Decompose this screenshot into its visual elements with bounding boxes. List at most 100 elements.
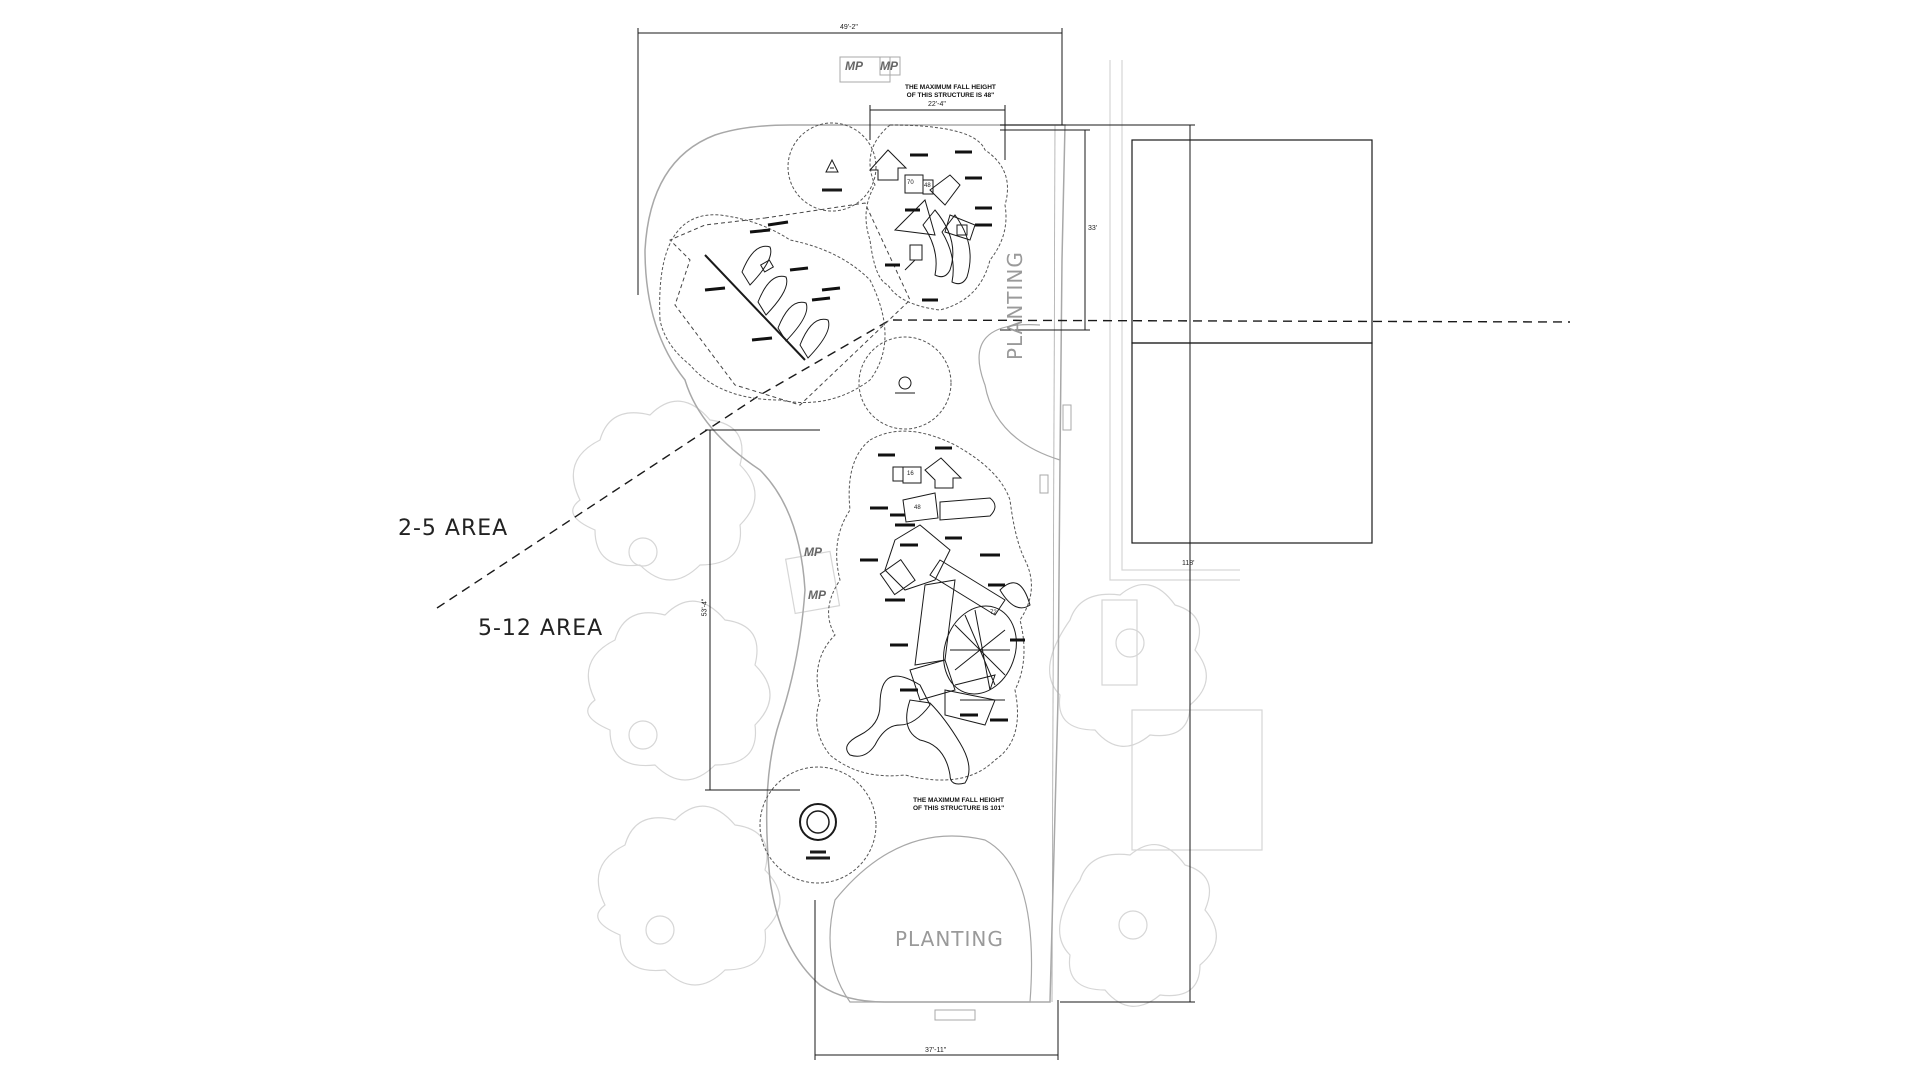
climber-box <box>879 559 916 596</box>
deck-upper <box>929 174 961 206</box>
faded-tree <box>572 400 756 581</box>
mp-marker-mid-b: MP <box>808 588 826 602</box>
faded-walk-inner <box>1121 60 1240 571</box>
planting-area-upper <box>978 324 1061 461</box>
swing-surfacing <box>659 214 886 403</box>
ladder-upper <box>904 244 923 271</box>
slide-straight-lower <box>939 497 996 521</box>
edge-step <box>934 1009 976 1021</box>
swing-seat <box>777 301 808 342</box>
spinner-pad-upper <box>787 122 877 212</box>
spinner-lower-tags <box>806 850 830 860</box>
dim-upper-structure-width-label: 22'-4" <box>928 101 946 108</box>
mp-marker-mid-a: MP <box>804 545 822 559</box>
age-area-divider <box>436 319 1571 609</box>
deck-number-upper-b: 48 <box>924 183 931 189</box>
adjacent-building-upper <box>1131 139 1373 344</box>
dim-upper-structure-height-label: 33' <box>1088 225 1098 232</box>
mp-box-top-b <box>879 56 901 76</box>
faded-tree-trunk <box>628 720 658 750</box>
deck-48 <box>922 179 934 195</box>
net-climber <box>943 605 1017 695</box>
spinner-pad-mid <box>858 336 952 430</box>
panel-upper <box>956 224 968 236</box>
faded-pad <box>1131 709 1263 851</box>
swing-seat <box>757 275 788 316</box>
faded-context <box>572 60 1263 1007</box>
fall-height-lower-line1: THE MAXIMUM FALL HEIGHT <box>913 797 1005 804</box>
faded-tree <box>1059 844 1217 1007</box>
spinner-icon-upper <box>825 158 839 173</box>
faded-tree-trunk <box>628 537 658 567</box>
faded-tree <box>597 805 781 986</box>
mp-marker-top-b: MP <box>880 59 898 73</box>
edge-post <box>1062 404 1072 431</box>
deck-number-lower-a: 16 <box>907 471 914 477</box>
swing-use-zone <box>669 202 911 406</box>
roof-arrow-lower <box>924 457 963 489</box>
climbing-panel <box>944 689 996 726</box>
deck-lower <box>909 659 956 701</box>
dim-top-width-label: 49'-2" <box>840 24 858 31</box>
faded-tree-trunk <box>1115 628 1145 658</box>
area-label-2-5: 2-5 AREA <box>398 516 509 541</box>
structure-5-12 <box>846 457 1031 785</box>
net-mesh <box>950 609 1010 691</box>
edge-post <box>1039 474 1049 494</box>
adjacent-building-lower <box>1131 342 1373 544</box>
planting-label-lower: PLANTING <box>895 927 1004 951</box>
swing-seats <box>741 245 830 359</box>
structure-2-5-tags <box>885 150 992 302</box>
site-edge-inner <box>1051 124 1056 1003</box>
spinner-pad-lower <box>759 766 877 884</box>
post-lower <box>892 466 904 482</box>
triangle-panel <box>893 199 936 236</box>
spinner-lower <box>799 803 837 841</box>
mp-box-top <box>839 56 891 83</box>
faded-tree <box>1049 584 1207 747</box>
fall-height-lower-line2: OF THIS STRUCTURE IS 101" <box>913 805 1005 812</box>
slide-spiral-b <box>906 699 970 785</box>
faded-mp-pad <box>784 550 841 615</box>
deck-number-lower-b: 48 <box>914 505 921 511</box>
bridge-lower <box>914 579 956 666</box>
fall-height-note-lower: THE MAXIMUM FALL HEIGHT OF THIS STRUCTUR… <box>913 797 1004 813</box>
planting-label-upper: PLANTING <box>1003 251 1027 360</box>
spinner-lower-hub <box>806 810 830 834</box>
deck-16 <box>902 466 922 484</box>
step-climber <box>954 674 1005 701</box>
area-label-5-12: 5-12 AREA <box>478 616 604 641</box>
overhead-ladder <box>929 559 1006 616</box>
structure-2-5 <box>868 149 976 285</box>
play-pad-2-5 <box>865 124 1008 311</box>
planting-area-lower <box>829 835 1033 1003</box>
deck-number-lower-c: 72 <box>990 610 997 616</box>
faded-tree-trunk <box>645 915 675 945</box>
structure-5-12-tags <box>860 446 1025 722</box>
slide-upper-b <box>941 214 971 285</box>
swing-seat <box>799 318 830 359</box>
dim-bottom-width-label: 37'-11" <box>925 1047 947 1054</box>
faded-bench <box>1101 599 1138 686</box>
slide-upper-a <box>922 209 954 278</box>
dimension-lines <box>637 28 1195 1060</box>
dim-lower-structure-height-label: 53'-4" <box>701 598 709 617</box>
bridge-upper <box>944 214 976 241</box>
site-boundary-outline <box>644 124 1066 1003</box>
net-anchor <box>999 582 1031 609</box>
site-boundary <box>644 124 1072 1021</box>
dim-right-total-height-label: 118' <box>1182 560 1195 567</box>
fall-height-note-upper: THE MAXIMUM FALL HEIGHT OF THIS STRUCTUR… <box>905 84 996 100</box>
plan-linework <box>436 28 1571 1060</box>
swing-seat <box>741 245 772 286</box>
play-pad-5-12 <box>816 430 1032 781</box>
faded-tree-trunk <box>1118 910 1148 940</box>
mp-marker-top-a: MP <box>845 59 863 73</box>
planting-areas <box>829 324 1061 1003</box>
faded-walk <box>1109 60 1240 581</box>
swing-tags <box>704 220 841 342</box>
swing-tot-seat <box>759 259 775 273</box>
faded-tree <box>587 600 771 781</box>
